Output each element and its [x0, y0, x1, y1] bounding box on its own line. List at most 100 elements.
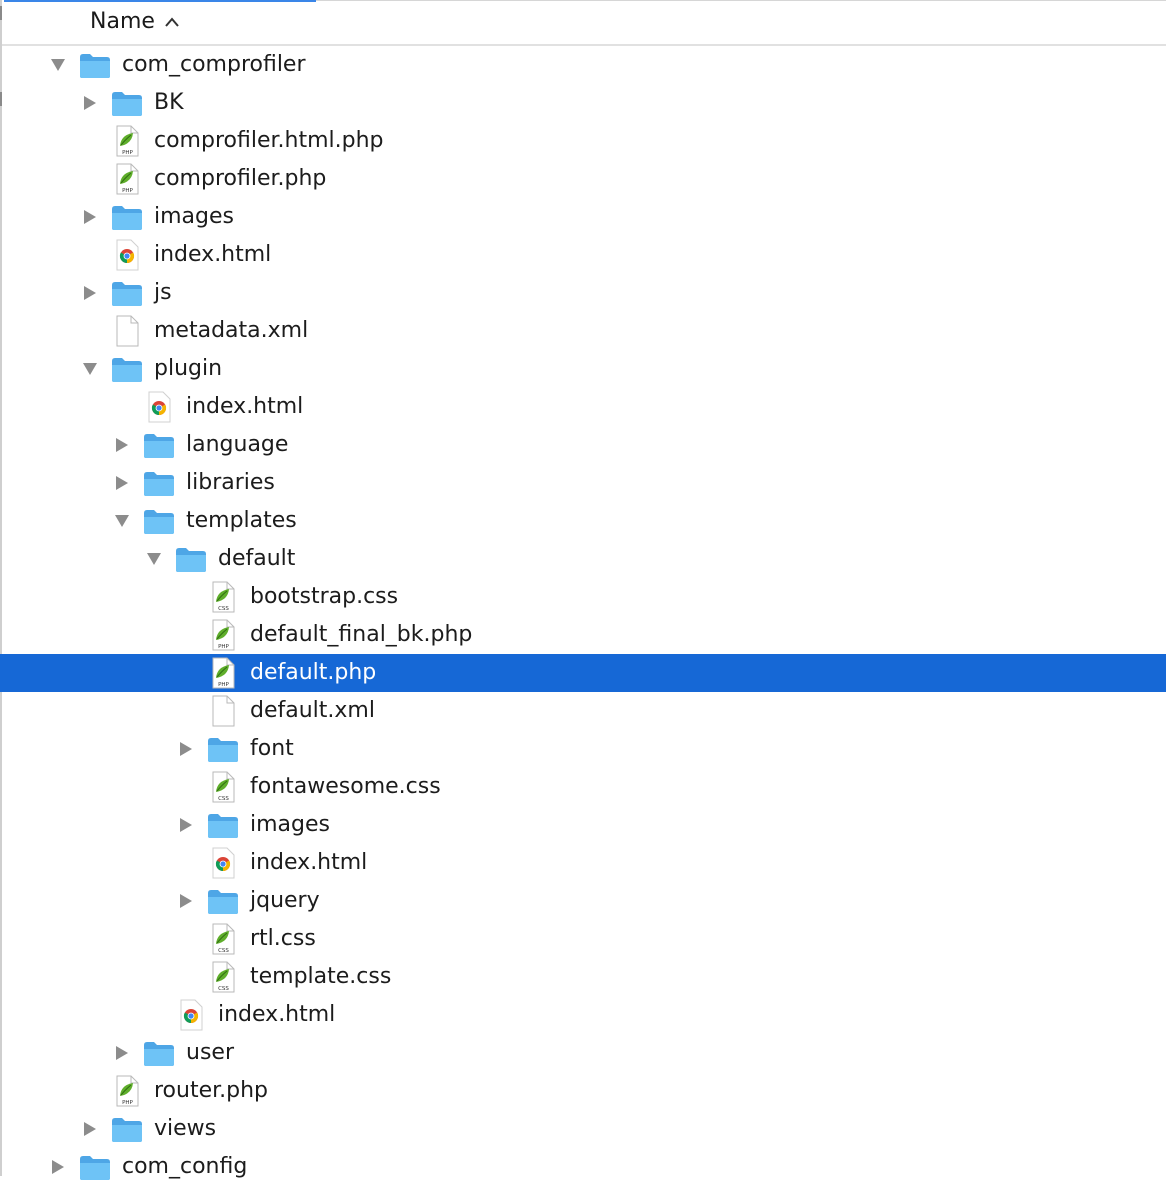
- tree-row[interactable]: libraries: [0, 464, 1166, 502]
- tree-row-label: images: [250, 812, 330, 837]
- chrome-html-icon: [206, 846, 240, 880]
- tree-row[interactable]: metadata.xml: [0, 312, 1166, 350]
- disclosure-collapsed-icon[interactable]: [178, 817, 194, 833]
- tree-row-label: comprofiler.html.php: [154, 128, 384, 153]
- chrome-html-icon: [174, 998, 208, 1032]
- tree-row[interactable]: images: [0, 198, 1166, 236]
- file-tree: com_comprofiler BK PHP comprofiler.html.…: [0, 46, 1166, 1186]
- svg-text:CSS: CSS: [218, 606, 229, 612]
- php-file-icon: PHP: [110, 124, 144, 158]
- tree-row-label: libraries: [186, 470, 275, 495]
- tree-row-label: default.xml: [250, 698, 375, 723]
- folder-icon: [110, 352, 144, 386]
- tree-row[interactable]: index.html: [0, 844, 1166, 882]
- tree-row[interactable]: user: [0, 1034, 1166, 1072]
- tree-row[interactable]: default.xml: [0, 692, 1166, 730]
- blank-document-icon: [110, 314, 144, 348]
- sort-ascending-icon: [165, 16, 179, 27]
- tree-row-selected[interactable]: PHP default.php: [0, 654, 1166, 692]
- folder-icon: [206, 732, 240, 766]
- tree-row[interactable]: index.html: [0, 236, 1166, 274]
- svg-text:CSS: CSS: [218, 948, 229, 954]
- tree-row[interactable]: PHP comprofiler.html.php: [0, 122, 1166, 160]
- disclosure-collapsed-icon[interactable]: [178, 741, 194, 757]
- window-left-edge: [0, 0, 2, 1176]
- tree-row[interactable]: BK: [0, 84, 1166, 122]
- disclosure-expanded-icon[interactable]: [146, 551, 162, 567]
- folder-icon: [206, 884, 240, 918]
- tree-row[interactable]: default: [0, 540, 1166, 578]
- focus-indicator: [4, 0, 316, 2]
- php-file-icon: PHP: [110, 162, 144, 196]
- tree-row-label: comprofiler.php: [154, 166, 327, 191]
- tree-row[interactable]: PHP comprofiler.php: [0, 160, 1166, 198]
- tree-row[interactable]: templates: [0, 502, 1166, 540]
- tree-row[interactable]: jquery: [0, 882, 1166, 920]
- tree-row[interactable]: PHP default_final_bk.php: [0, 616, 1166, 654]
- disclosure-collapsed-icon[interactable]: [82, 1121, 98, 1137]
- disclosure-collapsed-icon[interactable]: [114, 1045, 130, 1061]
- svg-text:PHP: PHP: [122, 1100, 133, 1106]
- disclosure-collapsed-icon[interactable]: [82, 95, 98, 111]
- tree-row-label: images: [154, 204, 234, 229]
- disclosure-expanded-icon[interactable]: [82, 361, 98, 377]
- folder-icon: [78, 1150, 112, 1184]
- column-header: Name: [2, 0, 1166, 46]
- tree-row[interactable]: PHP router.php: [0, 1072, 1166, 1110]
- tree-row[interactable]: CSS rtl.css: [0, 920, 1166, 958]
- folder-icon: [110, 276, 144, 310]
- tree-row[interactable]: index.html: [0, 996, 1166, 1034]
- tree-row[interactable]: language: [0, 426, 1166, 464]
- tree-row-label: default.php: [250, 660, 377, 685]
- disclosure-expanded-icon[interactable]: [50, 57, 66, 73]
- folder-icon: [142, 1036, 176, 1070]
- name-column-header[interactable]: Name: [90, 9, 179, 34]
- tree-row-label: user: [186, 1040, 234, 1065]
- tree-row[interactable]: font: [0, 730, 1166, 768]
- disclosure-collapsed-icon[interactable]: [82, 209, 98, 225]
- tree-row-label: rtl.css: [250, 926, 316, 951]
- svg-text:PHP: PHP: [122, 188, 133, 194]
- header-top-border: [316, 0, 1166, 1]
- tree-row[interactable]: plugin: [0, 350, 1166, 388]
- disclosure-collapsed-icon[interactable]: [114, 437, 130, 453]
- svg-text:PHP: PHP: [218, 682, 229, 688]
- tree-row[interactable]: images: [0, 806, 1166, 844]
- folder-icon: [142, 504, 176, 538]
- css-file-icon: CSS: [206, 960, 240, 994]
- tree-row-label: index.html: [154, 242, 272, 267]
- tree-row[interactable]: CSS template.css: [0, 958, 1166, 996]
- folder-icon: [174, 542, 208, 576]
- folder-icon: [110, 1112, 144, 1146]
- tree-row[interactable]: com_comprofiler: [0, 46, 1166, 84]
- css-file-icon: CSS: [206, 580, 240, 614]
- edge-marker: [0, 6, 2, 20]
- folder-icon: [142, 428, 176, 462]
- svg-text:PHP: PHP: [122, 150, 133, 156]
- css-file-icon: CSS: [206, 922, 240, 956]
- tree-row-label: BK: [154, 90, 184, 115]
- tree-row[interactable]: CSS fontawesome.css: [0, 768, 1166, 806]
- tree-row-label: language: [186, 432, 289, 457]
- tree-row[interactable]: js: [0, 274, 1166, 312]
- tree-row[interactable]: CSS bootstrap.css: [0, 578, 1166, 616]
- disclosure-collapsed-icon[interactable]: [178, 893, 194, 909]
- tree-row-label: jquery: [250, 888, 320, 913]
- css-file-icon: CSS: [206, 770, 240, 804]
- tree-row-label: bootstrap.css: [250, 584, 399, 609]
- svg-text:CSS: CSS: [218, 796, 229, 802]
- folder-icon: [110, 86, 144, 120]
- disclosure-collapsed-icon[interactable]: [50, 1159, 66, 1175]
- tree-row[interactable]: index.html: [0, 388, 1166, 426]
- tree-row-label: plugin: [154, 356, 223, 381]
- tree-row-label: default: [218, 546, 296, 571]
- chrome-html-icon: [142, 390, 176, 424]
- tree-row-label: views: [154, 1116, 217, 1141]
- disclosure-collapsed-icon[interactable]: [82, 285, 98, 301]
- tree-row[interactable]: com_config: [0, 1148, 1166, 1186]
- blank-document-icon: [206, 694, 240, 728]
- disclosure-expanded-icon[interactable]: [114, 513, 130, 529]
- tree-row[interactable]: views: [0, 1110, 1166, 1148]
- tree-row-label: com_config: [122, 1154, 248, 1179]
- disclosure-collapsed-icon[interactable]: [114, 475, 130, 491]
